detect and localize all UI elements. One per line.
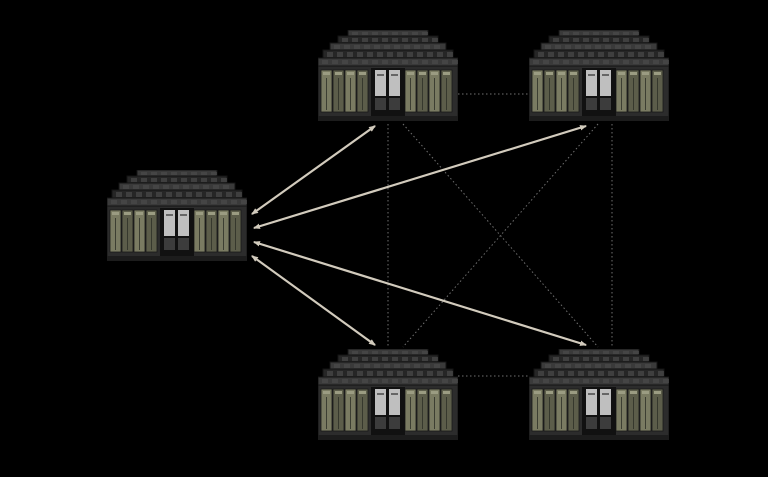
center-panel [600,389,611,415]
left-cluster [107,170,247,262]
center-panel [375,389,386,415]
top-left-cluster [318,30,458,122]
center-panel [164,210,175,236]
center-panel [600,70,611,96]
bottom-right-cluster [529,349,669,441]
double-arrow [251,255,376,346]
double-arrow [252,124,588,230]
bottom-left-cluster [318,349,458,441]
center-panel [375,70,386,96]
server-rack-icon [318,349,458,440]
server-rack-icon [529,349,669,440]
top-right-cluster [529,30,669,122]
center-panel [586,70,597,96]
center-panel [389,70,400,96]
center-panel [586,389,597,415]
double-arrow [251,125,376,215]
center-panel [389,389,400,415]
server-rack-icon [529,30,669,121]
server-rack-icon [107,170,247,261]
center-panel [178,210,189,236]
server-rack-icon [318,30,458,121]
double-arrow [252,240,588,347]
